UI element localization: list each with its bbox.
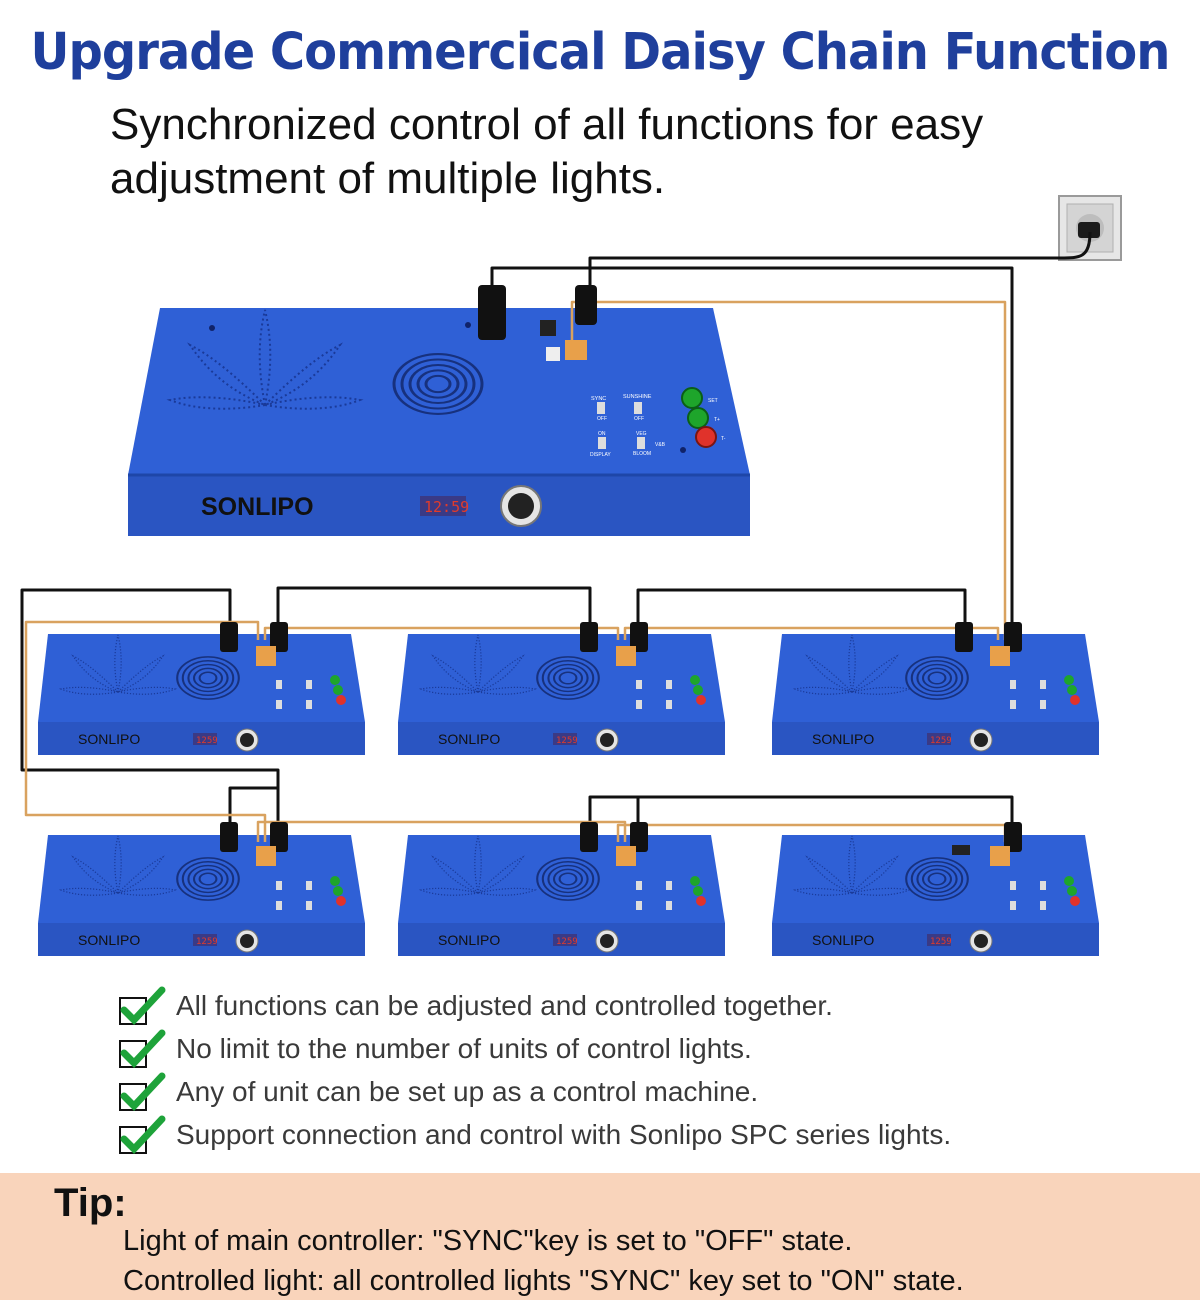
label-sunshine: SUNSHINE (623, 394, 652, 400)
power-cables (20, 231, 1092, 830)
check-icon (119, 1029, 166, 1068)
display-small: 1259 (930, 736, 952, 746)
check-icon (119, 1072, 166, 1111)
main-controller-light: SYNC SUNSHINE OFF OFF ON VEG DISPLAY V&B… (128, 308, 750, 536)
check-icon (119, 986, 166, 1025)
display-main: 12:59 (424, 498, 469, 516)
brand-label: SONLIPO (438, 932, 500, 948)
controlled-light-2: SONLIPO 1259 (398, 634, 725, 755)
feature-list: All functions can be adjusted and contro… (118, 984, 951, 1156)
label-set: SET (708, 398, 718, 404)
brand-label: SONLIPO (812, 932, 874, 948)
controlled-light-3: SONLIPO 1259 (772, 634, 1099, 755)
label-sync: SYNC (591, 396, 606, 402)
brand-label: SONLIPO (438, 731, 500, 747)
check-icon (119, 1115, 166, 1154)
label-off-1: OFF (597, 416, 607, 422)
label-display: DISPLAY (590, 452, 611, 458)
dimmer-knob-main (500, 485, 542, 527)
label-bloom: BLOOM (633, 451, 651, 457)
display-small: 1259 (196, 736, 218, 746)
feature-text: Any of unit can be set up as a control m… (176, 1075, 759, 1107)
controlled-light-5: SONLIPO 1259 (398, 835, 725, 956)
list-item: All functions can be adjusted and contro… (118, 984, 951, 1027)
label-veg-bloom: V&B (655, 442, 666, 448)
display-small: 1259 (196, 937, 218, 947)
controlled-light-4: SONLIPO 1259 (38, 835, 365, 956)
page-title: Upgrade Commercical Daisy Chain Function (30, 22, 1171, 82)
controlled-light-6: SONLIPO 1259 (772, 835, 1099, 956)
display-small: 1259 (556, 736, 578, 746)
page-subtitle: Synchronized control of all functions fo… (110, 100, 984, 203)
brand-label: SONLIPO (812, 731, 874, 747)
tip-title: Tip: (54, 1181, 127, 1225)
feature-text: Support connection and control with Sonl… (176, 1118, 952, 1150)
label-off-2: OFF (634, 416, 644, 422)
wall-outlet (1058, 195, 1122, 261)
label-t-plus: T+ (714, 417, 720, 423)
tip-line-controlled-light: Controlled light: all controlled lights … (123, 1265, 964, 1297)
tip-line-main-controller: Light of main controller: "SYNC"key is s… (123, 1225, 853, 1257)
list-item: No limit to the number of units of contr… (118, 1027, 951, 1070)
feature-text: All functions can be adjusted and contro… (176, 989, 833, 1021)
label-veg: VEG (636, 431, 647, 437)
tip-box: Tip: Light of main controller: "SYNC"key… (0, 1173, 1200, 1300)
list-item: Support connection and control with Sonl… (118, 1113, 951, 1156)
cable-plugs (220, 285, 1022, 866)
brand-label: SONLIPO (78, 731, 140, 747)
label-t-minus: T- (721, 436, 726, 442)
display-small: 1259 (556, 937, 578, 947)
display-small: 1259 (930, 937, 952, 947)
list-item: Any of unit can be set up as a control m… (118, 1070, 951, 1113)
brand-label: SONLIPO (78, 932, 140, 948)
controlled-light-1: SONLIPO 1259 (38, 634, 365, 755)
brand-label-main: SONLIPO (201, 493, 314, 521)
feature-text: No limit to the number of units of contr… (176, 1032, 752, 1064)
label-on: ON (598, 431, 606, 437)
daisy-chain-diagram: SYNC SUNSHINE OFF OFF ON VEG DISPLAY V&B… (20, 195, 1122, 956)
